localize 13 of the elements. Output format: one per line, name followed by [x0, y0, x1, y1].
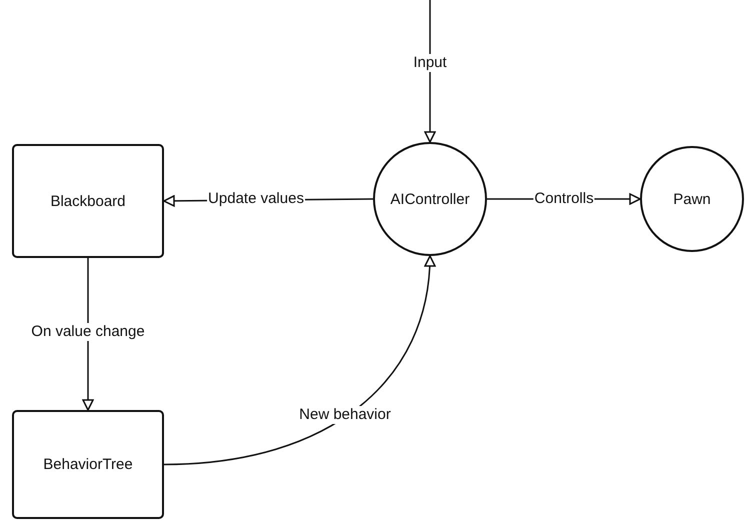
edge-label: Input [412, 54, 448, 72]
process-box [12, 144, 164, 258]
node-label: AIController [390, 190, 470, 208]
process-box [12, 410, 164, 519]
arrow [82, 258, 94, 411]
edge-label: Update values [207, 190, 305, 208]
node-label: Blackboard [50, 192, 126, 210]
edge-label: New behavior [298, 406, 392, 424]
edge-label: On value change [30, 323, 146, 341]
arrow [164, 255, 436, 466]
arrow [424, 0, 436, 143]
node-label: Pawn [673, 190, 711, 208]
node-label: BehaviorTree [43, 456, 133, 473]
